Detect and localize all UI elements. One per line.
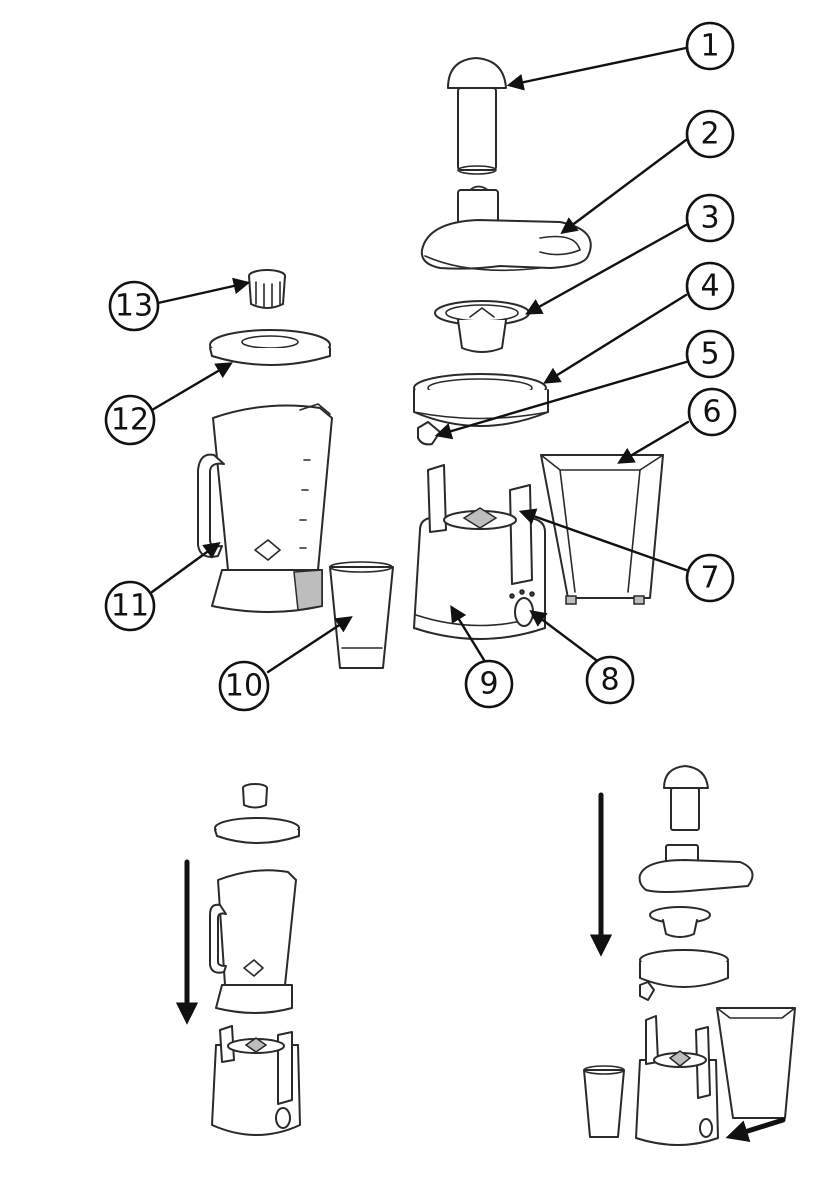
- blender-jug: [198, 404, 332, 612]
- callout-label: 6: [702, 395, 721, 430]
- pulp-container: [541, 455, 663, 604]
- callout-9: 9: [466, 661, 512, 707]
- callout-label: 13: [115, 289, 153, 324]
- juice-spout: [418, 422, 440, 444]
- callout-label: 12: [111, 403, 149, 438]
- callout-6: 6: [689, 389, 735, 435]
- callout-label: 8: [600, 663, 619, 698]
- juicer-assembly-view: [584, 766, 795, 1145]
- motor-base: [414, 465, 545, 639]
- callout-11: 11: [106, 582, 154, 630]
- callout-5: 5: [687, 331, 733, 377]
- callout-10: 10: [220, 662, 268, 710]
- juice-cup: [330, 562, 393, 668]
- callout-12: 12: [106, 396, 154, 444]
- callout-label: 11: [111, 589, 149, 624]
- left-diagonal-arrow-icon: [732, 1120, 783, 1136]
- callout-13: 13: [110, 282, 158, 330]
- callout-label: 9: [479, 667, 498, 702]
- feed-tube-lid: [422, 187, 591, 271]
- callout-4: 4: [687, 263, 733, 309]
- blender-lid: [210, 330, 330, 365]
- callout-8: 8: [587, 657, 633, 703]
- callout-label: 3: [700, 201, 719, 236]
- callout-label: 4: [700, 269, 719, 304]
- callout-label: 2: [700, 117, 719, 152]
- callout-2: 2: [687, 111, 733, 157]
- speed-dial: [515, 598, 533, 626]
- callout-label: 5: [700, 337, 719, 372]
- filter-basket: [435, 301, 529, 352]
- callout-1: 1: [687, 23, 733, 69]
- locking-arm-right: [510, 485, 532, 584]
- blender-assembly-view: [210, 784, 300, 1135]
- callout-7: 7: [687, 555, 733, 601]
- measuring-cap: [249, 270, 285, 308]
- pusher: [448, 58, 506, 174]
- callout-3: 3: [687, 195, 733, 241]
- callout-label: 7: [700, 561, 719, 596]
- locking-arm-left: [428, 465, 446, 532]
- callout-label: 10: [225, 669, 263, 704]
- callout-label: 1: [700, 29, 719, 64]
